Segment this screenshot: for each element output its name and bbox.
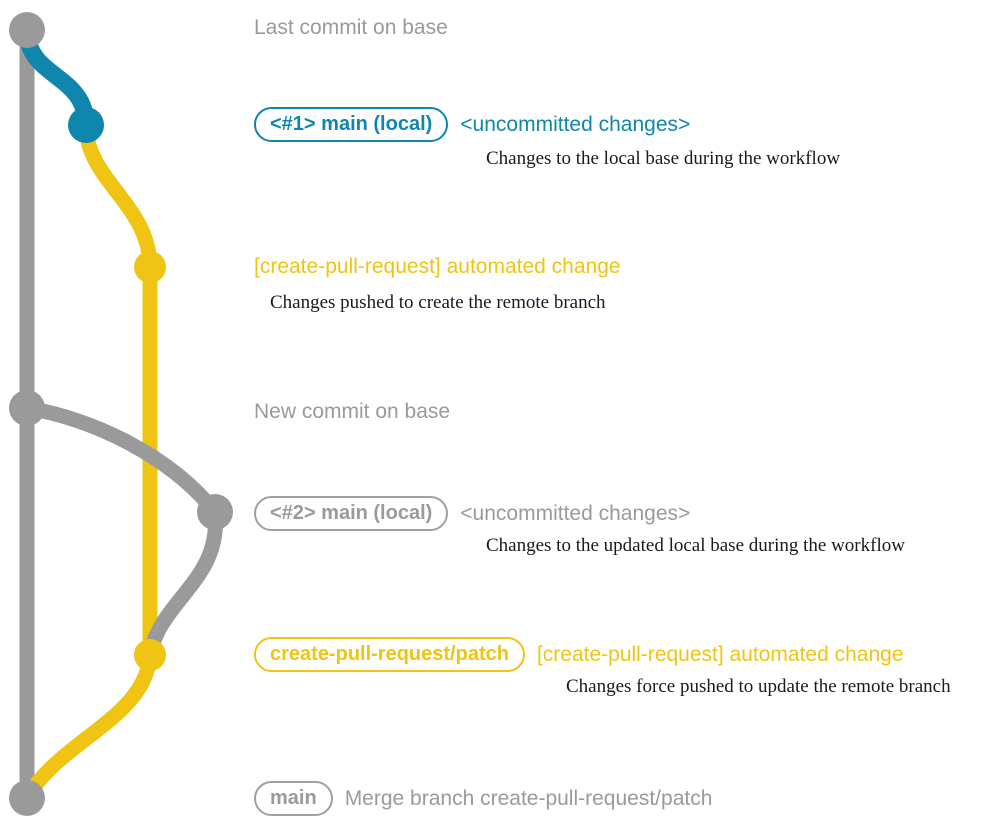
note-automated-change-2: Changes force pushed to update the remot… xyxy=(566,676,951,697)
commit-node-n-patch-1[interactable] xyxy=(134,251,166,283)
edge-local2-to-patch2 xyxy=(142,504,223,663)
commit-node-n-local-2[interactable] xyxy=(197,494,233,530)
commit-subject-automated-change-2: [create-pull-request] automated change xyxy=(536,643,904,666)
edge-local1-to-patch1 xyxy=(78,117,158,275)
ref-pill-main-local-2[interactable]: <#2> main (local) xyxy=(254,496,449,531)
row-automated-change-2: create-pull-request/patch [create-pull-r… xyxy=(254,637,904,672)
commit-subject-merge: Merge branch create-pull-request/patch xyxy=(344,787,713,810)
commit-node-n-patch-2[interactable] xyxy=(134,639,166,671)
edge-basenew-to-local2 xyxy=(19,400,223,520)
note-automated-change-1: Changes pushed to create the remote bran… xyxy=(270,292,606,313)
commit-node-n-base-top[interactable] xyxy=(9,12,45,48)
commit-node-n-merge[interactable] xyxy=(9,780,45,816)
headline-new-commit-on-base: New commit on base xyxy=(254,400,451,423)
row-local-1: <#1> main (local) <uncommitted changes> xyxy=(254,107,690,142)
headline-automated-change-1: [create-pull-request] automated change xyxy=(254,255,621,278)
note-local-1: Changes to the local base during the wor… xyxy=(486,148,841,169)
ref-pill-main[interactable]: main xyxy=(254,781,333,816)
note-local-2: Changes to the updated local base during… xyxy=(486,535,905,556)
commit-node-n-local-1[interactable] xyxy=(68,107,104,143)
commit-subject-local-2: <uncommitted changes> xyxy=(460,502,691,525)
commit-node-n-base-new[interactable] xyxy=(9,390,45,426)
ref-pill-main-local-1[interactable]: <#1> main (local) xyxy=(254,107,449,142)
commit-subject-local-1: <uncommitted changes> xyxy=(460,113,691,136)
ref-pill-create-pull-request-patch[interactable]: create-pull-request/patch xyxy=(254,637,525,672)
headline-last-commit-on-base: Last commit on base xyxy=(254,16,448,39)
row-merge-commit: main Merge branch create-pull-request/pa… xyxy=(254,781,712,816)
edge-patch2-to-merge xyxy=(19,647,158,806)
row-local-2: <#2> main (local) <uncommitted changes> xyxy=(254,496,690,531)
